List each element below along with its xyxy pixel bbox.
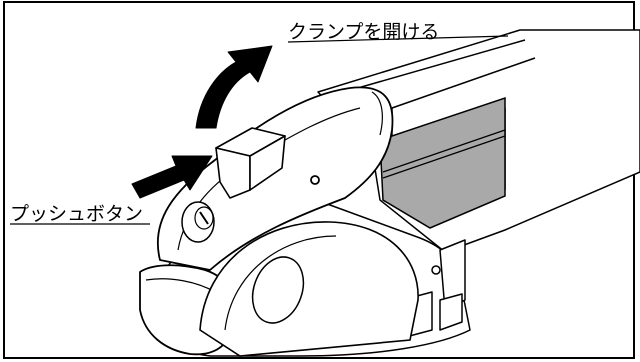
push-button-label: プッシュボタン: [10, 203, 143, 225]
diagram-border: [3, 1, 635, 359]
arrow-right-icon: [131, 155, 213, 199]
round-cap: [251, 256, 305, 324]
open-clamp-label: クランプを開ける: [288, 21, 439, 43]
push-button-part: [215, 127, 286, 199]
lock-icon: [181, 201, 215, 243]
curved-arrow-up-right-icon: [195, 45, 273, 129]
side-panel: [199, 221, 419, 357]
open-clamp-leader-line: [287, 35, 509, 43]
output-window: [379, 96, 506, 229]
